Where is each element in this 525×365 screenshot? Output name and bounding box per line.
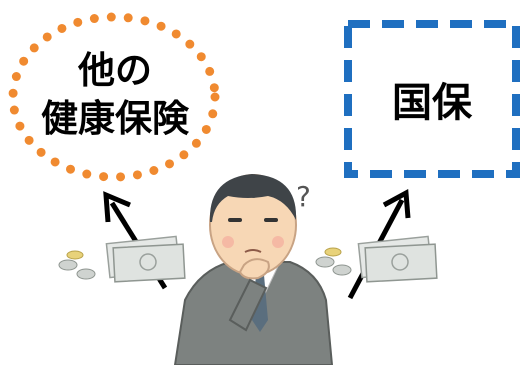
coins-right xyxy=(315,247,352,276)
money-bills xyxy=(105,235,186,283)
question-mark: ? xyxy=(296,180,311,213)
thinking-man xyxy=(173,174,334,365)
dotted-thought-bubble xyxy=(8,12,220,182)
coins xyxy=(58,250,96,280)
other-health-insurance-label: 他の 健康保険 xyxy=(10,10,220,180)
kokuho-label: 国保 xyxy=(392,80,472,126)
money-bills-right xyxy=(357,235,438,283)
dashed-box xyxy=(344,20,520,178)
bubble-line-2: 健康保険 xyxy=(41,97,189,140)
bubble-line-1: 他の xyxy=(78,49,152,92)
